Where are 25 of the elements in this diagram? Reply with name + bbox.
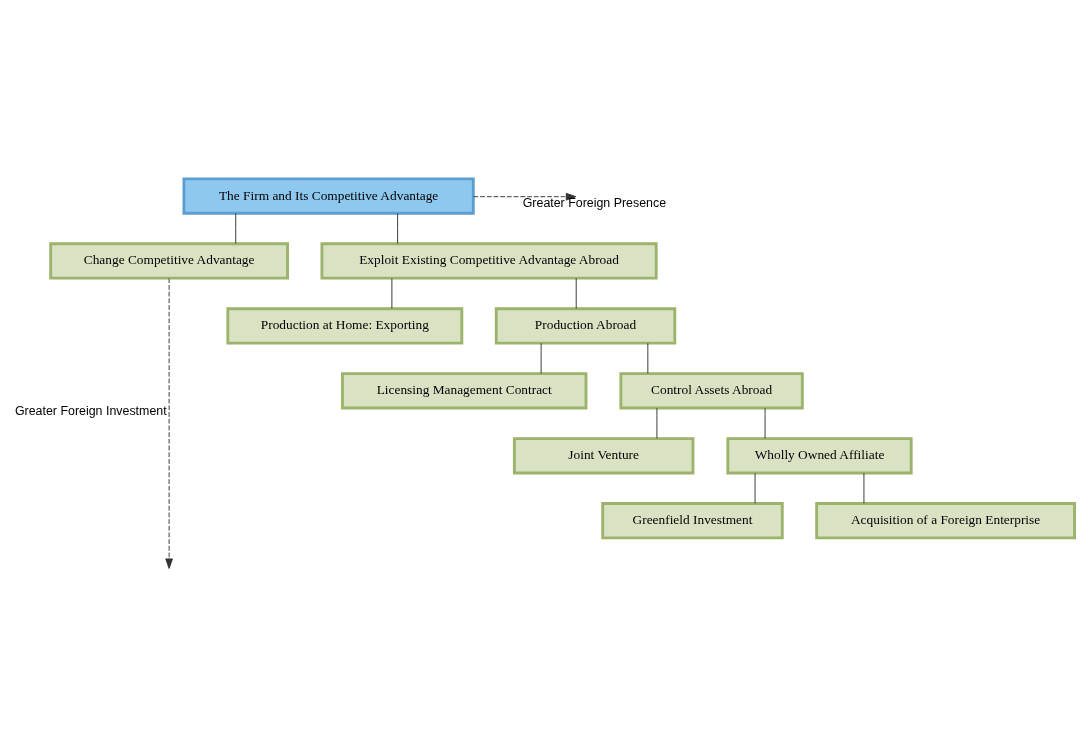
connector [540, 342, 542, 374]
arrow [165, 277, 173, 569]
connector [863, 472, 865, 504]
connector [575, 277, 577, 309]
node-box: Acquisition of a Foreign Enterprise [815, 501, 1076, 539]
node-box: Change Competitive Advantage [49, 241, 289, 280]
connector [235, 212, 237, 244]
node-box: The Firm and Its Competitive Advantage [182, 176, 475, 215]
edge-label: Greater Foreign Presence [522, 195, 667, 210]
connector [764, 407, 766, 439]
node-box: Greenfield Investment [601, 501, 784, 539]
connector [391, 277, 393, 309]
node-box: Production at Home: Exporting [226, 306, 464, 345]
node-box: Production Abroad [494, 306, 677, 345]
connector [754, 472, 756, 504]
edge-label: Greater Foreign Investment [14, 403, 167, 418]
node-box: Licensing Management Contract [341, 371, 588, 409]
node-box: Joint Venture [512, 436, 695, 474]
node-box: Exploit Existing Competitive Advantage Abroad [320, 241, 658, 280]
node-box: Control Assets Abroad [619, 371, 804, 409]
connector [397, 212, 399, 244]
arrow [473, 192, 577, 200]
connector [647, 342, 649, 374]
connector [656, 407, 658, 439]
node-box: Wholly Owned Affiliate [726, 436, 913, 474]
